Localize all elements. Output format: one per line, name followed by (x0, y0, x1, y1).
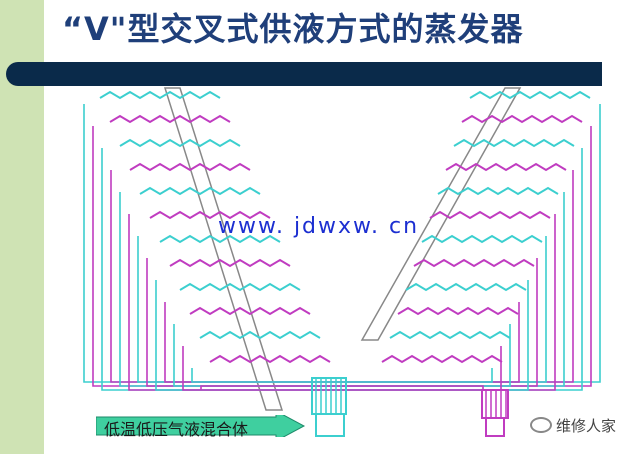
right-coil-fin (453, 138, 575, 148)
return-tube (155, 280, 529, 391)
left-coil-fin (109, 114, 231, 124)
suction-outlet (485, 417, 505, 437)
right-coil-fin (421, 234, 543, 244)
left-coil-fin (179, 282, 301, 292)
right-coil-fin (389, 330, 511, 340)
distributor-inlet (315, 413, 345, 437)
brand-mark: 维修人家 (530, 412, 616, 438)
brand-logo-icon (530, 417, 552, 433)
brand-name: 维修人家 (556, 416, 617, 435)
return-tube (182, 346, 502, 391)
right-coil-fin (413, 258, 535, 268)
flow-arrow-label: 低温低压气液混合体 (96, 415, 306, 439)
left-coil-fin (139, 186, 261, 196)
right-coil-fin (429, 210, 551, 220)
return-tube (191, 368, 493, 383)
left-coil-fin (149, 210, 271, 220)
left-coil-fin (119, 138, 241, 148)
right-coil-fin (445, 162, 567, 172)
right-coil-fin (397, 306, 519, 316)
return-tube (110, 170, 574, 383)
arrow-right-icon (96, 415, 306, 437)
return-tube (128, 214, 556, 391)
return-tube (200, 385, 484, 390)
return-tube (164, 302, 520, 383)
watermark-url: www. jdwxw. cn (218, 214, 420, 239)
left-coil-fin (129, 162, 251, 172)
left-coil-fin (199, 330, 321, 340)
right-diagonal-band (360, 87, 522, 341)
return-tube (146, 258, 538, 387)
left-coil-fin (99, 90, 221, 100)
slide-title: “V"型交叉式供液方式的蒸发器 (62, 10, 524, 48)
flow-label-text: 低温低压气液混合体 (104, 420, 249, 439)
right-coil-fin (437, 186, 559, 196)
right-coil-fin (461, 114, 583, 124)
right-coil-fin (405, 282, 527, 292)
left-coil-fin (169, 258, 291, 268)
right-coil-fin (381, 354, 503, 364)
left-coil-fin (159, 234, 281, 244)
title-underline-bar (6, 62, 602, 86)
left-coil-fin (189, 306, 311, 316)
right-coil-fin (469, 90, 591, 100)
left-coil-fin (209, 354, 331, 364)
left-diagonal-band (163, 87, 284, 411)
